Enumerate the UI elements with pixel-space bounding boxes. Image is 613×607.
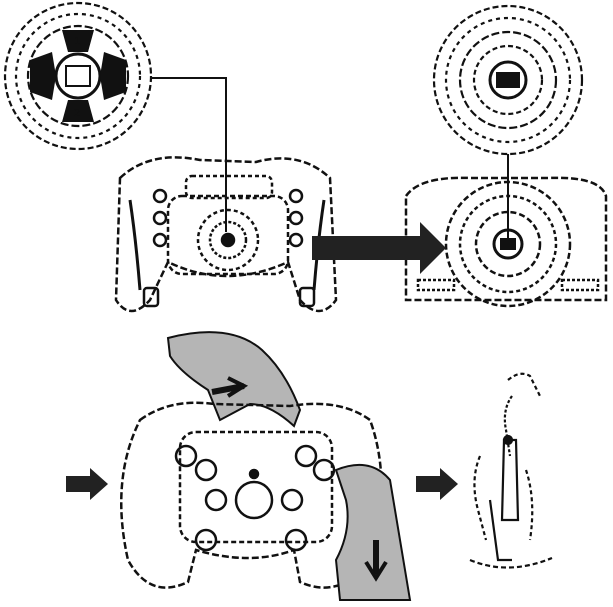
connector-line-left (150, 78, 226, 232)
hub-detail-icon (5, 3, 151, 149)
lower-hand-icon (336, 465, 410, 600)
base-detail-icon (434, 6, 582, 154)
hub-label-1: 1 (74, 36, 80, 47)
step-arrow-left-icon (66, 468, 108, 500)
side-view-icon (470, 374, 552, 568)
hub-label-2: 2 (74, 108, 80, 119)
hand-icon (168, 332, 300, 426)
step-arrow-right-icon (416, 468, 458, 500)
